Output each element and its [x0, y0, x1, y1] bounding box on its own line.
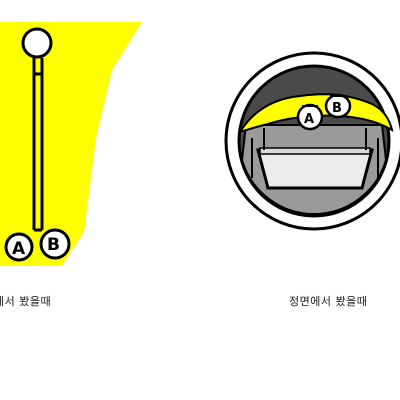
label-a-side: A — [12, 239, 26, 259]
tray-rim — [259, 147, 371, 155]
front-view-caption: 정면에서 봤을때 — [289, 295, 368, 308]
light-beam — [0, 22, 142, 266]
label-a-front: A — [304, 112, 314, 127]
bulb-b — [39, 228, 71, 260]
front-view-illustration: A B — [224, 51, 400, 231]
side-view-illustration: A B — [0, 22, 142, 266]
bulb-stems — [302, 95, 346, 107]
lamp-pole — [32, 58, 44, 232]
lamp-head — [21, 27, 53, 59]
bulb-a — [4, 232, 34, 262]
label-b-front: B — [332, 101, 342, 116]
label-b-side: B — [47, 235, 60, 255]
reflector-tray — [256, 148, 374, 190]
chamber-lines — [251, 128, 379, 178]
side-view-caption: 에서 봤을때 — [0, 295, 52, 308]
